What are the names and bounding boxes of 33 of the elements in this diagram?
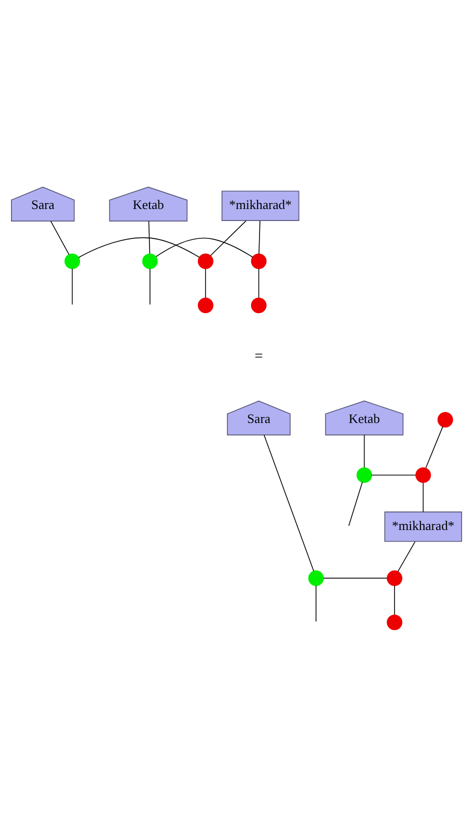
node-circle — [198, 254, 214, 270]
node-circle — [251, 254, 267, 270]
connector — [156, 238, 254, 258]
connector — [348, 482, 363, 526]
connector — [371, 474, 416, 476]
connector — [72, 268, 73, 305]
connector — [397, 541, 416, 572]
connector — [210, 220, 246, 256]
connector — [264, 434, 314, 572]
connector — [258, 268, 260, 298]
node-circle — [142, 254, 158, 270]
node-circle — [64, 254, 80, 270]
connector — [258, 220, 260, 254]
connector — [425, 426, 444, 468]
node-circle — [438, 412, 454, 428]
connector — [78, 237, 200, 258]
node-circle — [198, 298, 214, 314]
connector — [364, 434, 365, 468]
connector — [394, 585, 395, 616]
node-circle — [386, 570, 402, 586]
label: = — [254, 348, 263, 365]
node-circle — [356, 467, 372, 483]
node-circle — [386, 614, 402, 630]
connector — [50, 220, 70, 255]
connector — [322, 578, 388, 579]
node-circle — [251, 298, 267, 314]
connector — [422, 482, 424, 512]
node-box: *mikharad* — [222, 190, 300, 221]
connector — [148, 220, 150, 254]
node-circle — [308, 570, 324, 586]
node-circle — [415, 467, 431, 483]
node-box: *mikharad* — [384, 512, 462, 542]
connector — [205, 268, 206, 298]
